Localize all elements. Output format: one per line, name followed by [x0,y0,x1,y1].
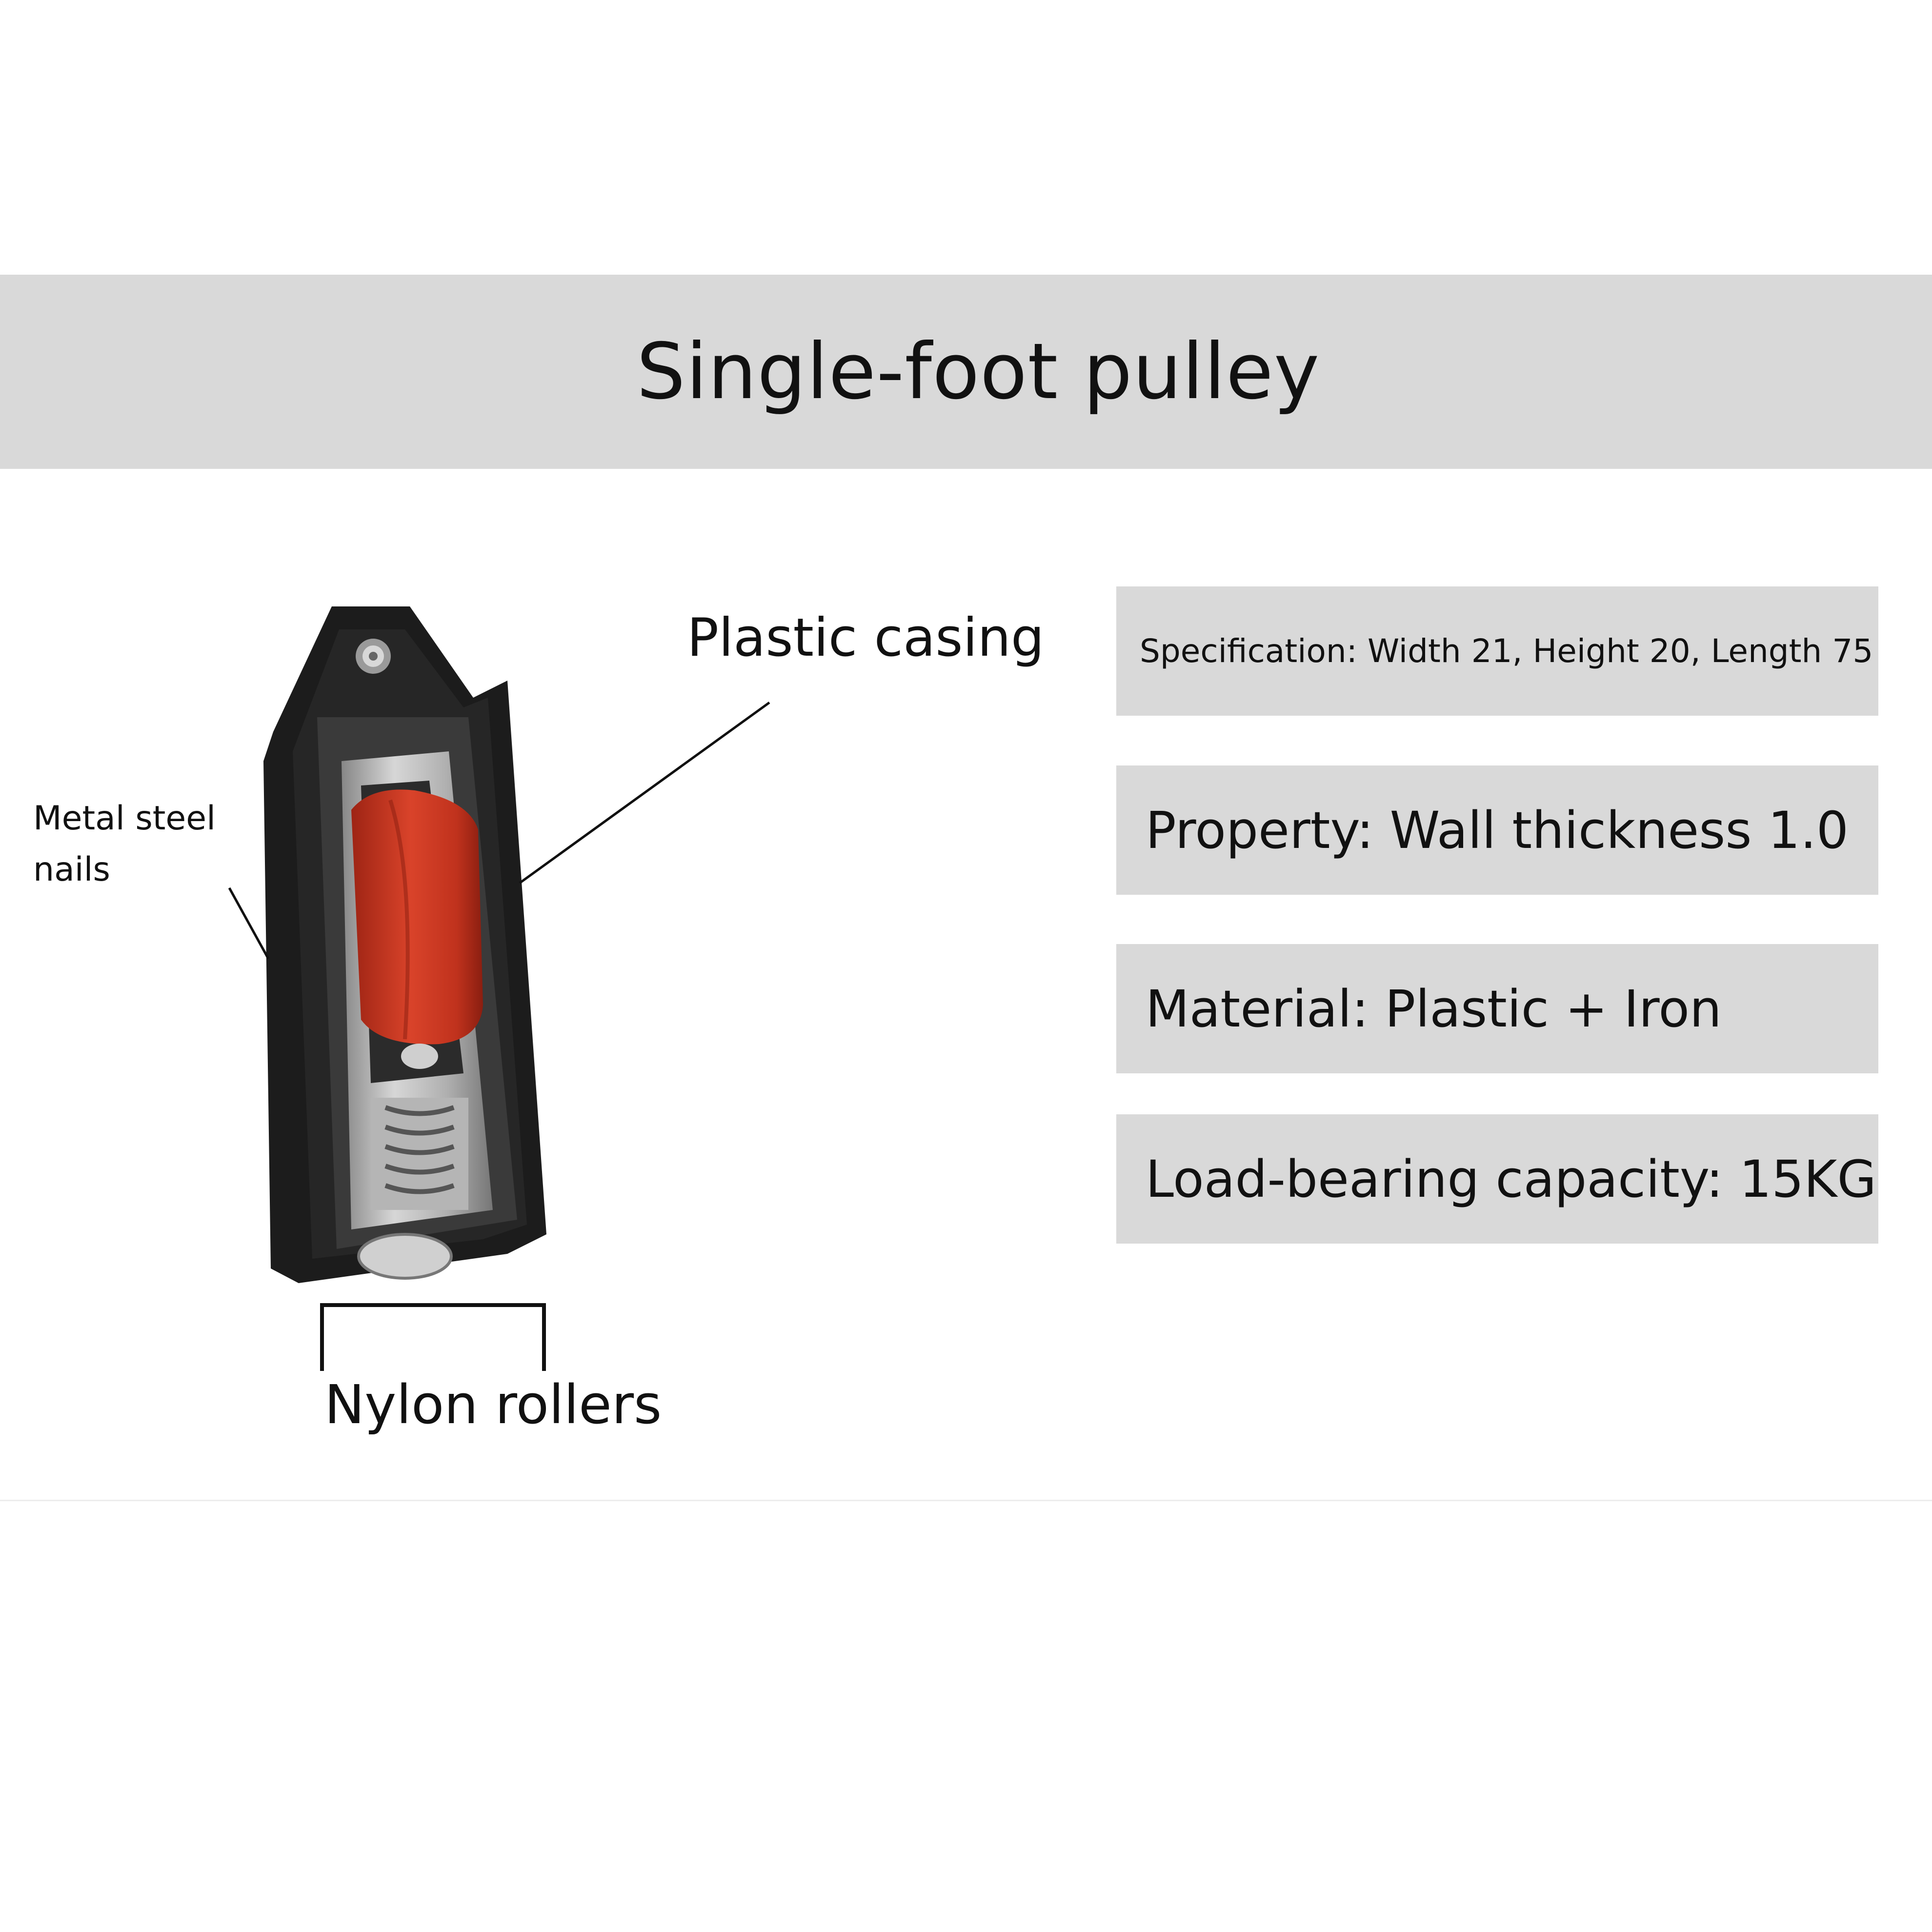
metal-nails-pointer [228,887,270,960]
spec-load-capacity: Load-bearing capacity: 15KG [1116,1114,1878,1244]
nylon-rollers-label: Nylon rollers [324,1373,662,1436]
spec-dimensions: Specification: Width 21, Height 20, Leng… [1116,586,1878,716]
spec-material: Material: Plastic + Iron [1116,944,1878,1073]
metal-nails-label-line1: Metal steel [33,799,216,838]
nylon-rollers-bracket [320,1303,546,1371]
plastic-casing-pointer [519,701,770,885]
nylon-roller-shape [351,789,483,1069]
page-title: Single-foot pulley [636,327,1320,417]
title-band: Single-foot pulley [0,275,1932,469]
metal-nails-label-line2: nails [33,850,110,889]
spec-property: Property: Wall thickness 1.0 [1116,765,1878,895]
plastic-casing-label: Plastic casing [687,607,1045,668]
bottom-divider [0,1500,1932,1501]
